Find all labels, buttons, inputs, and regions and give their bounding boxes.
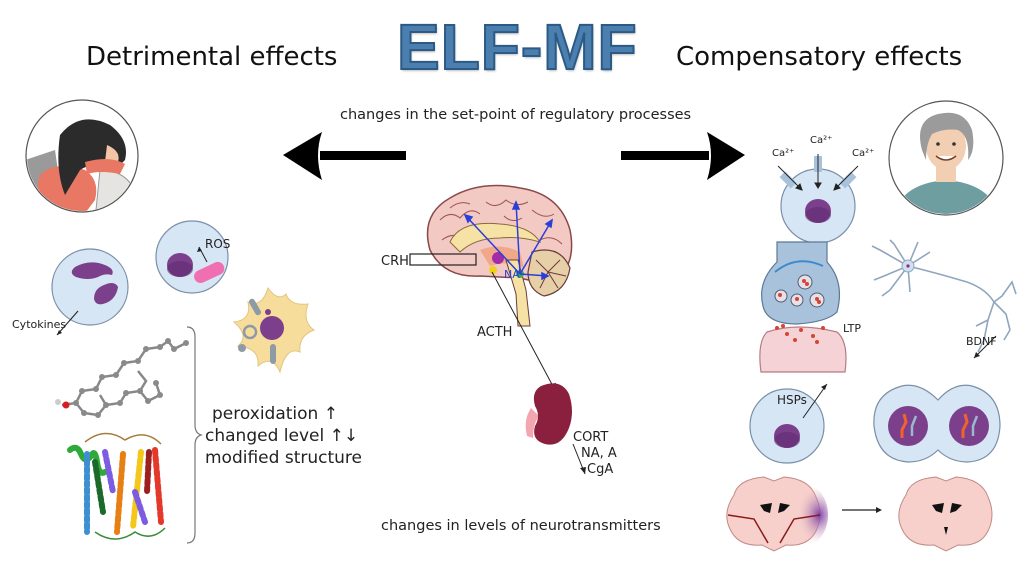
noradrenergic-projection-arrows bbox=[463, 200, 553, 281]
elf-mf-title: ELF-MF bbox=[396, 10, 638, 84]
effect-modified-structure: modified structure bbox=[205, 448, 362, 468]
hypothalamus-crh-marker bbox=[492, 252, 504, 264]
distressed-person-illustration bbox=[25, 99, 139, 213]
crh-label: CRH bbox=[381, 254, 409, 269]
healthy-elderly-person-illustration bbox=[888, 100, 1004, 216]
calcium-influx-cell-illustration bbox=[777, 154, 859, 244]
calcium-label-left: Ca²⁺ bbox=[772, 148, 795, 159]
protein-structure-illustration bbox=[67, 432, 166, 540]
adrenal-kidney-illustration bbox=[525, 383, 586, 475]
output-cort: CORT bbox=[573, 430, 609, 445]
macrophage-illustration bbox=[232, 286, 316, 374]
na-label: NA bbox=[504, 268, 520, 281]
hsp-cell-illustration bbox=[749, 383, 828, 464]
bdnf-label: BDNF bbox=[966, 335, 997, 348]
pituitary-marker bbox=[489, 266, 497, 274]
curly-brace-icon bbox=[186, 326, 203, 544]
effect-changed-level: changed level ↑↓ bbox=[205, 426, 359, 446]
ros-label: ROS bbox=[205, 237, 231, 251]
synapse-ltp-illustration bbox=[759, 241, 847, 373]
crh-bracket bbox=[409, 253, 477, 266]
damaged-brain-coronal-illustration bbox=[726, 476, 828, 552]
adrenal-outputs: CORT NA, A CgA bbox=[573, 430, 617, 478]
effect-peroxidation: peroxidation ↑ bbox=[212, 404, 338, 424]
neuron-bdnf-illustration bbox=[871, 239, 1017, 359]
brain-sagittal-illustration bbox=[409, 184, 573, 391]
neurotransmitter-caption: changes in levels of neurotransmitters bbox=[381, 518, 661, 534]
calcium-label-right: Ca²⁺ bbox=[852, 148, 875, 159]
detrimental-effects-heading: Detrimental effects bbox=[86, 42, 338, 72]
dividing-cell-illustration bbox=[873, 384, 1001, 463]
output-cga: CgA bbox=[587, 462, 614, 477]
hsps-label: HSPs bbox=[777, 393, 807, 407]
recovery-arrow-icon bbox=[842, 507, 882, 513]
recovered-brain-coronal-illustration bbox=[898, 476, 993, 552]
calcium-label-center: Ca²⁺ bbox=[810, 135, 833, 146]
output-na-a: NA, A bbox=[581, 446, 617, 461]
molecular-effects-list: peroxidation ↑ changed level ↑↓ modified… bbox=[205, 403, 362, 469]
compensatory-effects-heading: Compensatory effects bbox=[676, 42, 963, 72]
cholesterol-molecule-illustration bbox=[55, 338, 189, 418]
acth-label: ACTH bbox=[477, 325, 513, 340]
left-arrow-icon bbox=[283, 132, 406, 180]
cytokine-cell-illustration bbox=[51, 248, 129, 336]
ros-cell-illustration bbox=[155, 220, 229, 294]
right-arrow-icon bbox=[621, 132, 745, 180]
cytokines-label: Cytokines bbox=[12, 318, 67, 331]
acth-arrow-icon bbox=[491, 271, 556, 391]
ltp-label: LTP bbox=[843, 322, 861, 335]
set-point-caption: changes in the set-point of regulatory p… bbox=[340, 107, 692, 123]
